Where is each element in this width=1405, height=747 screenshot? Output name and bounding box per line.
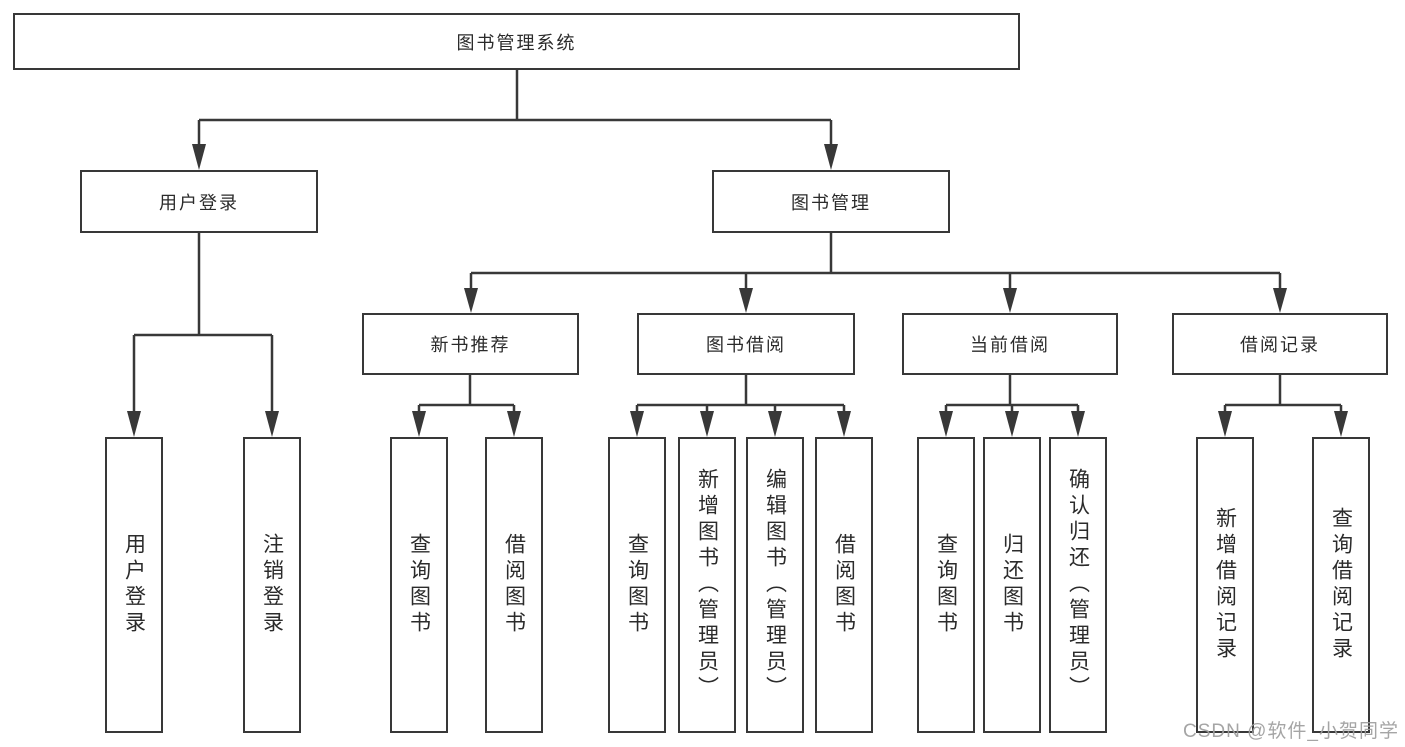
leaf-user-login-label: 用户登录 xyxy=(122,533,146,637)
leaf-borrow-book: 借阅图书 xyxy=(815,437,873,733)
leaf-newbook-borrow-label: 借阅图书 xyxy=(502,533,526,637)
leaf-borrow-query-book-label: 查询图书 xyxy=(625,533,649,637)
leaf-query-borrow-record: 查询借阅记录 xyxy=(1312,437,1370,733)
leaf-return-book: 归还图书 xyxy=(983,437,1041,733)
leaf-borrow-edit-book-admin: 编辑图书（管理员） xyxy=(746,437,804,733)
node-book-borrow: 图书借阅 xyxy=(637,313,855,375)
node-root-label: 图书管理系统 xyxy=(456,32,577,53)
leaf-confirm-return-admin-label: 确认归还（管理员） xyxy=(1066,468,1090,702)
leaf-logout-label: 注销登录 xyxy=(260,533,284,637)
leaf-newbook-borrow: 借阅图书 xyxy=(485,437,543,733)
node-new-book-recommend-label: 新书推荐 xyxy=(430,335,511,355)
leaf-current-query-book: 查询图书 xyxy=(917,437,975,733)
leaf-newbook-query-label: 查询图书 xyxy=(407,533,431,637)
node-current-borrow-label: 当前借阅 xyxy=(970,335,1050,355)
node-borrow-record: 借阅记录 xyxy=(1172,313,1388,375)
leaf-borrow-edit-book-admin-label: 编辑图书（管理员） xyxy=(763,468,787,702)
node-new-book-recommend: 新书推荐 xyxy=(362,313,579,375)
node-current-borrow: 当前借阅 xyxy=(902,313,1118,375)
leaf-add-borrow-record: 新增借阅记录 xyxy=(1196,437,1254,733)
leaf-borrow-query-book: 查询图书 xyxy=(608,437,666,733)
node-borrow-record-label: 借阅记录 xyxy=(1240,335,1320,355)
leaf-logout: 注销登录 xyxy=(243,437,301,733)
leaf-add-borrow-record-label: 新增借阅记录 xyxy=(1213,507,1237,663)
node-user-login: 用户登录 xyxy=(80,170,318,233)
leaf-borrow-book-label: 借阅图书 xyxy=(832,533,856,637)
leaf-borrow-add-book-admin-label: 新增图书（管理员） xyxy=(695,468,719,702)
node-book-management: 图书管理 xyxy=(712,170,950,233)
node-user-login-label: 用户登录 xyxy=(159,192,239,213)
leaf-user-login: 用户登录 xyxy=(105,437,163,733)
node-book-borrow-label: 图书借阅 xyxy=(706,335,786,355)
node-book-management-label: 图书管理 xyxy=(791,192,871,213)
csdn-watermark: CSDN @软件_小贺同学 xyxy=(1183,721,1399,742)
leaf-newbook-query: 查询图书 xyxy=(390,437,448,733)
leaf-confirm-return-admin: 确认归还（管理员） xyxy=(1049,437,1107,733)
leaf-return-book-label: 归还图书 xyxy=(1000,533,1024,637)
leaf-borrow-add-book-admin: 新增图书（管理员） xyxy=(678,437,736,733)
leaf-query-borrow-record-label: 查询借阅记录 xyxy=(1329,507,1353,663)
leaf-current-query-book-label: 查询图书 xyxy=(934,533,958,637)
node-root-system: 图书管理系统 xyxy=(13,13,1020,70)
